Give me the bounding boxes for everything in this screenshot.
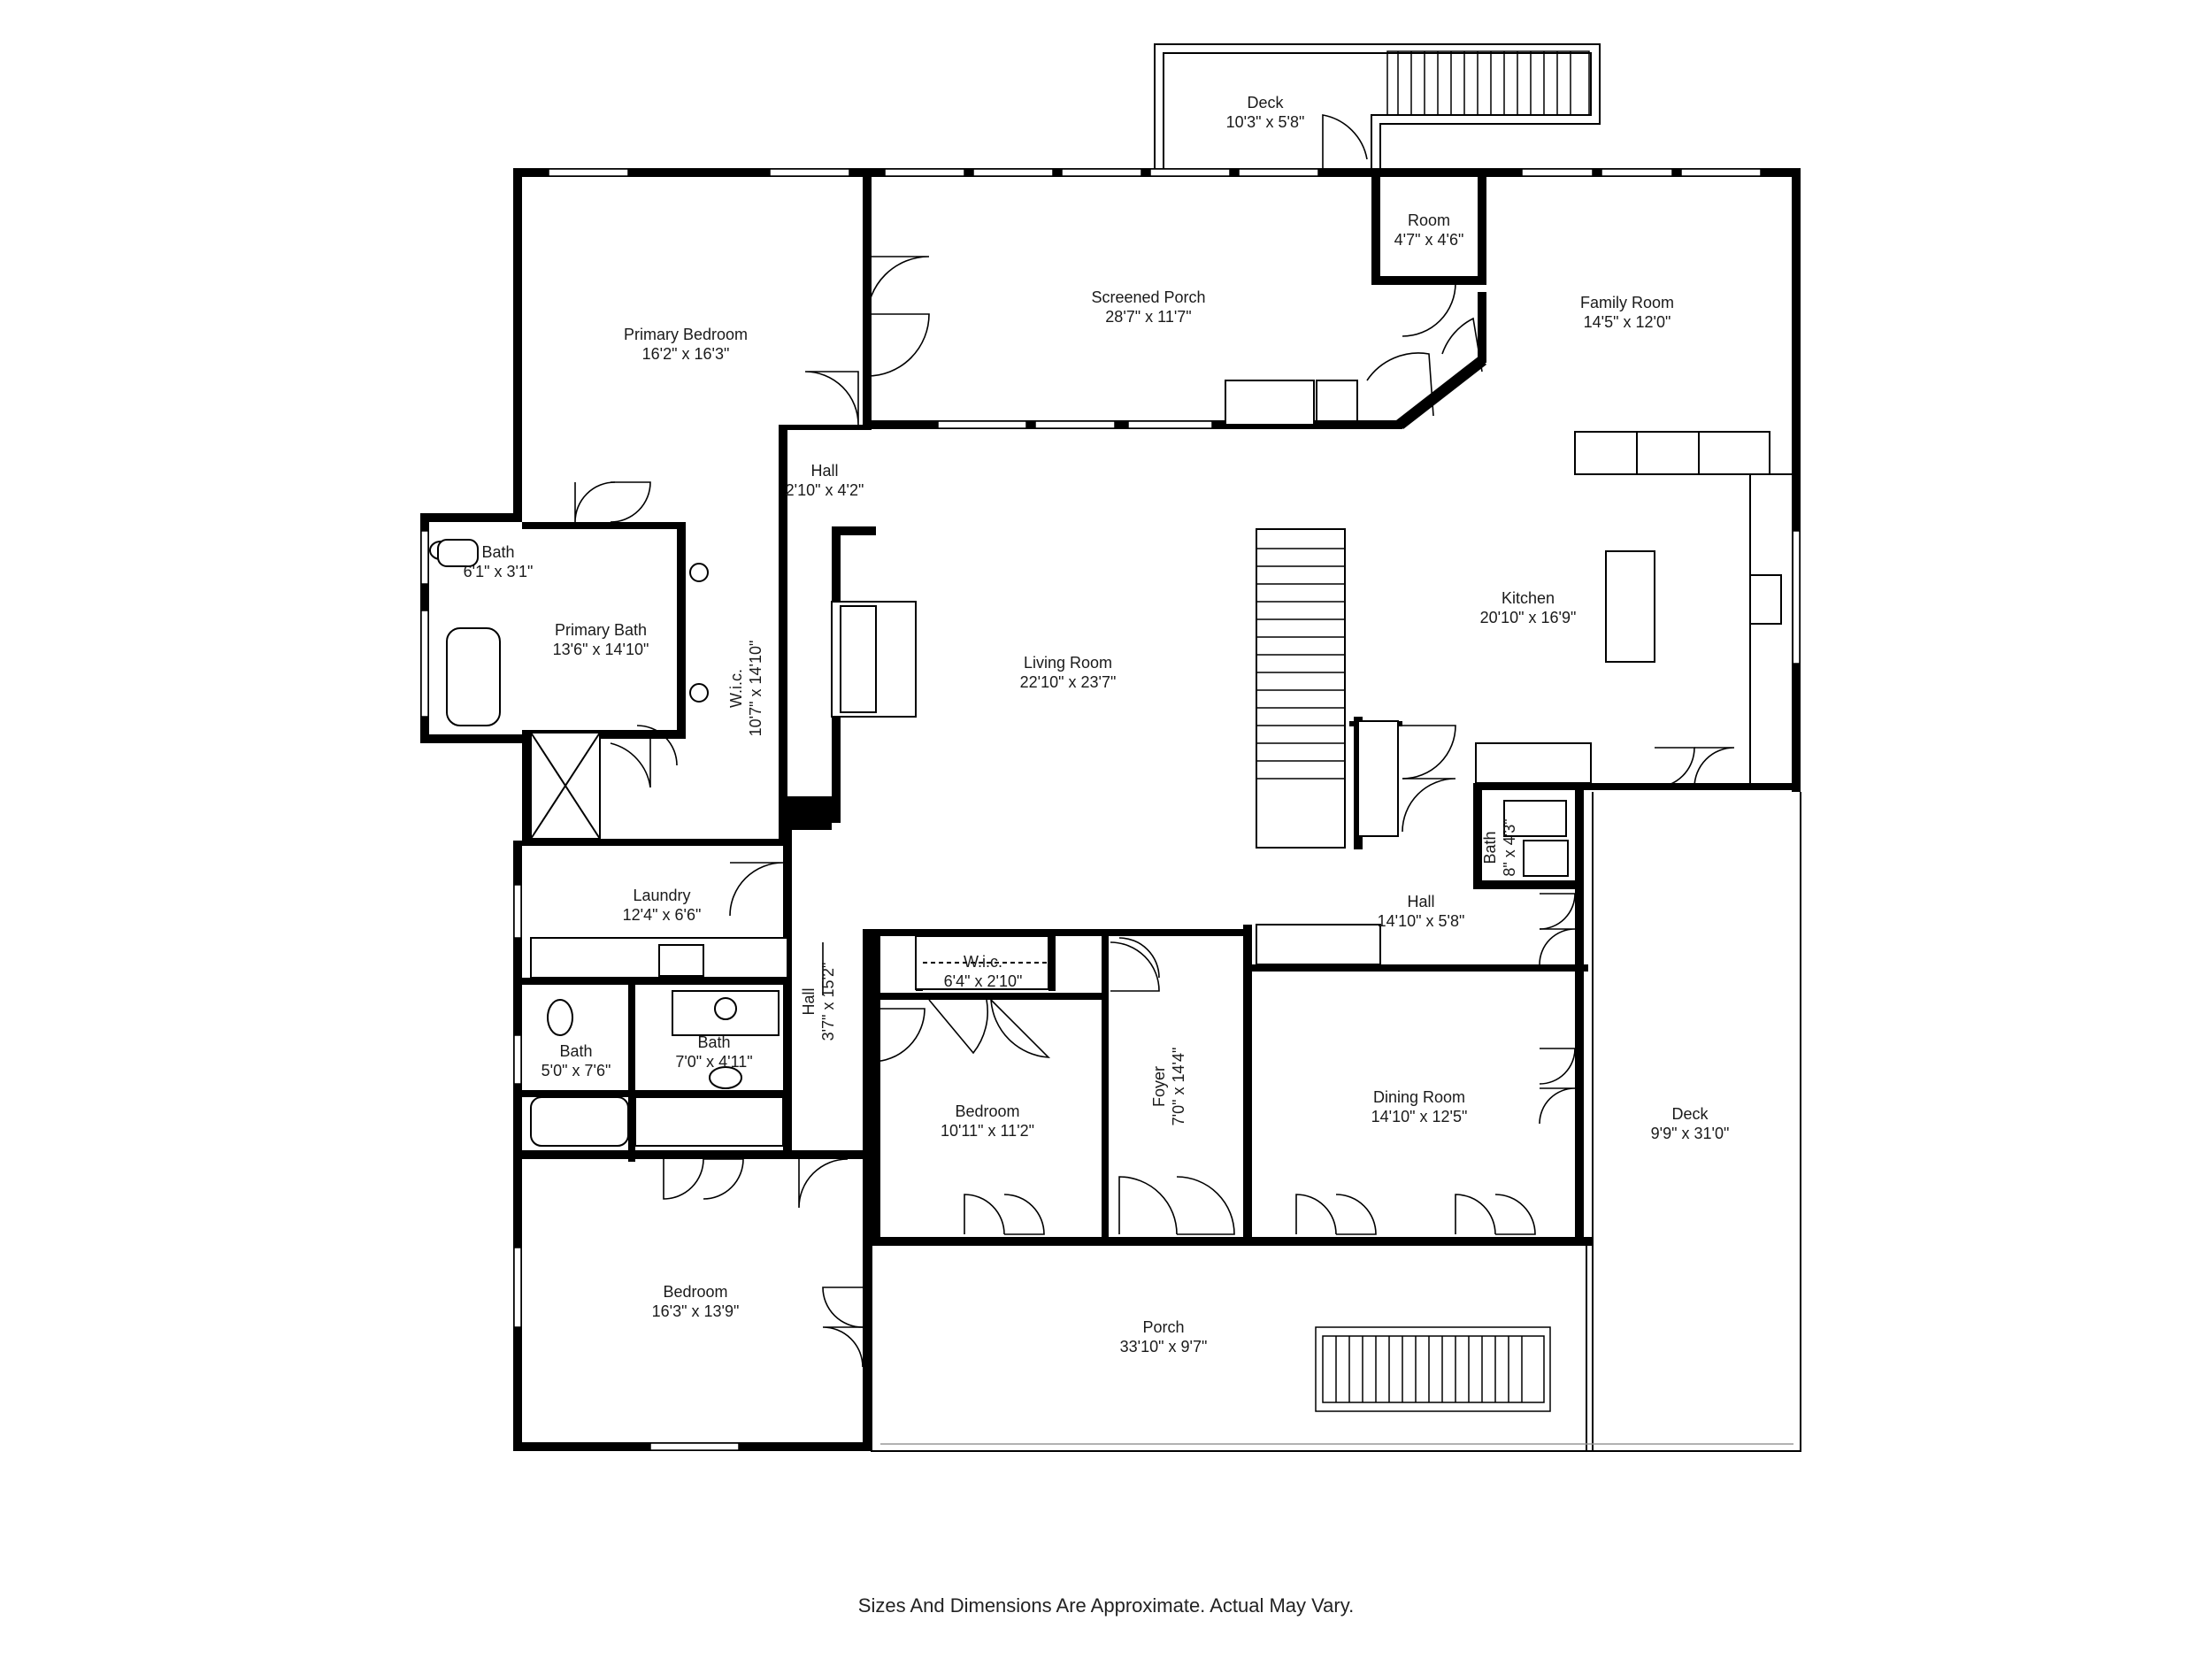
porch-stairs <box>1315 1326 1551 1412</box>
deck-top-name: Deck <box>1247 94 1284 111</box>
hall-top-dim: 2'10" x 4'2" <box>786 481 864 499</box>
hall-side-name: Hall <box>800 987 818 1015</box>
bedroom-mid-name: Bedroom <box>955 1102 1019 1120</box>
screened-porch-dim: 28'7" x 11'7" <box>1105 308 1191 326</box>
bath-primary-wc-name: Bath <box>481 543 514 561</box>
wic-small-dim: 6'4" x 2'10" <box>944 972 1023 990</box>
primary-bedroom-name: Primary Bedroom <box>624 326 748 343</box>
bedroom-mid-dim: 10'11" x 11'2" <box>941 1122 1034 1140</box>
kitchen-counter-bottom <box>1475 742 1592 784</box>
bedroom-low-name: Bedroom <box>663 1283 727 1301</box>
wic-small-name: W.i.c. <box>964 953 1002 971</box>
bath-primary-wc-dim: 6'1" x 3'1" <box>464 563 534 580</box>
windows <box>420 168 1801 1451</box>
deck-right-name: Deck <box>1671 1105 1709 1123</box>
kitchen-island <box>1605 550 1655 663</box>
deck-right-dim: 9'9" x 31'0" <box>1651 1125 1730 1142</box>
room-labels: Deck 10'3" x 5'8" Room 4'7" x 4'6" Scree… <box>464 94 1730 1356</box>
wic-primary-name: W.i.c. <box>727 669 745 708</box>
foyer-name: Foyer <box>1150 1066 1168 1107</box>
cooktop <box>1636 431 1700 475</box>
walls <box>420 168 1801 1451</box>
laundry-dim: 12'4" x 6'6" <box>623 906 702 924</box>
kitchen-counter-right <box>1749 473 1793 785</box>
primary-bedroom-dim: 16'2" x 16'3" <box>642 345 730 363</box>
dining-room-dim: 14'10" x 12'5" <box>1371 1108 1468 1125</box>
foyer-dim: 7'0" x 14'4" <box>1170 1048 1187 1126</box>
bath-half-dim: 8" x 4'3" <box>1501 818 1518 876</box>
living-room-dim: 22'10" x 23'7" <box>1020 673 1117 691</box>
deck-top-outline <box>1154 43 1601 171</box>
kitchen-dim: 20'10" x 16'9" <box>1480 609 1577 626</box>
bath-left-name: Bath <box>559 1042 592 1060</box>
hall-mid-dim: 14'10" x 5'8" <box>1378 912 1465 930</box>
bedroom-low-dim: 16'3" x 13'9" <box>652 1302 740 1320</box>
deck-top-dim: 10'3" x 5'8" <box>1226 113 1305 131</box>
staircase-treads <box>1256 548 1345 780</box>
primary-bath-name: Primary Bath <box>555 621 647 639</box>
porch-outline <box>871 792 1801 1452</box>
screened-porch-name: Screened Porch <box>1091 288 1205 306</box>
bath-mid-name: Bath <box>697 1033 730 1051</box>
toilet-left <box>547 999 573 1036</box>
vanity-half-bath <box>1503 800 1567 837</box>
kitchen-name: Kitchen <box>1502 589 1555 607</box>
family-room-dim: 14'5" x 12'0" <box>1584 313 1671 331</box>
fixtures <box>429 380 1793 1147</box>
family-room-name: Family Room <box>1580 294 1674 311</box>
dining-room-name: Dining Room <box>1373 1088 1465 1106</box>
deck-stairs <box>1386 50 1590 116</box>
laundry-name: Laundry <box>633 887 690 904</box>
bathtub-left <box>530 1096 629 1147</box>
room-small-name: Room <box>1408 211 1450 229</box>
bath-mid-dim: 7'0" x 4'11" <box>675 1053 752 1071</box>
hall-top-name: Hall <box>810 462 838 480</box>
hall-mid-name: Hall <box>1407 893 1434 910</box>
vanity-hall <box>1256 924 1381 965</box>
primary-bath-dim: 13'6" x 14'10" <box>553 641 649 658</box>
closet-bath-mid <box>634 1096 784 1147</box>
porch-name: Porch <box>1142 1318 1184 1336</box>
porch-dim: 33'10" x 9'7" <box>1120 1338 1208 1356</box>
staircase <box>1256 528 1346 849</box>
disclaimer-text: Sizes And Dimensions Are Approximate. Ac… <box>857 1594 1355 1617</box>
bath-half-name: Bath <box>1481 831 1499 864</box>
wic-primary-dim: 10'7" x 14'10" <box>747 641 764 737</box>
bath-left-dim: 5'0" x 7'6" <box>541 1062 611 1079</box>
room-small-dim: 4'7" x 4'6" <box>1394 231 1464 249</box>
hall-side-dim: 3'7" x 15'2" <box>819 963 837 1041</box>
bathtub-primary <box>446 627 501 726</box>
living-room-name: Living Room <box>1024 654 1112 672</box>
